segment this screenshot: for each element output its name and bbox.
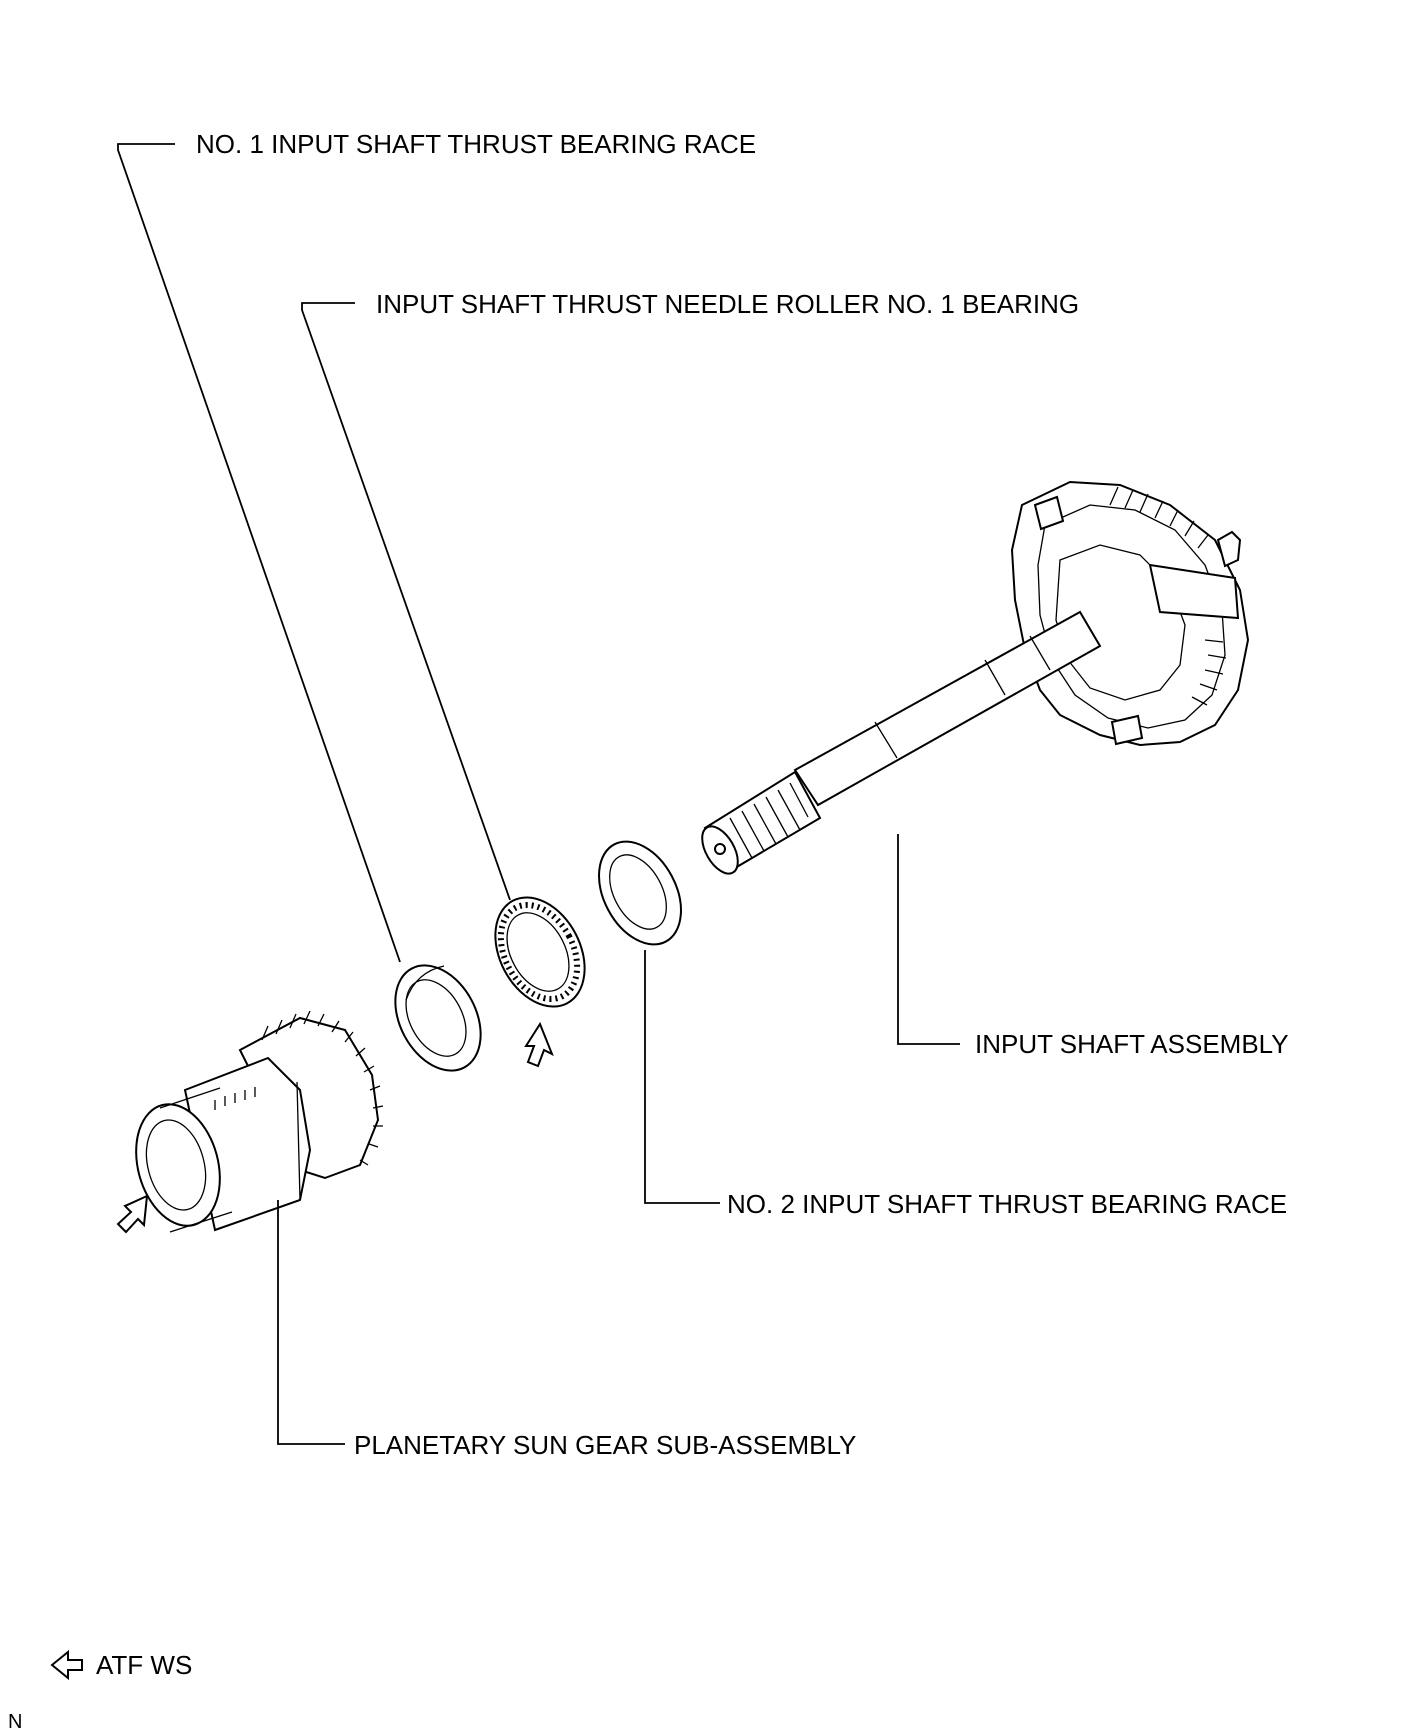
leader-line-needle-bearing (301, 302, 511, 901)
input-shaft (701, 610, 1102, 875)
input-shaft-assembly-drawing (701, 480, 1250, 875)
legend-text: ATF WS (96, 1650, 192, 1680)
corner-code: N (8, 1711, 22, 1733)
leader-line-race1 (117, 143, 401, 963)
label-no2-input-shaft-thrust-bearing-race: NO. 2 INPUT SHAFT THRUST BEARING RACE (727, 1189, 1287, 1219)
leader-line-input-shaft (897, 834, 960, 1045)
needle-roller-bearing-drawing (494, 896, 586, 1008)
input-shaft-drum (1010, 480, 1250, 747)
label-no1-input-shaft-thrust-bearing-race: NO. 1 INPUT SHAFT THRUST BEARING RACE (196, 129, 756, 159)
legend: ATF WS (50, 1649, 192, 1681)
atf-application-arrow-bearing (524, 1021, 554, 1068)
leader-line-race2 (644, 950, 720, 1204)
label-input-shaft-thrust-needle-roller-bearing: INPUT SHAFT THRUST NEEDLE ROLLER NO. 1 B… (376, 289, 1079, 319)
atf-application-arrow-sun-gear (116, 1194, 149, 1234)
planetary-sun-gear-drawing (135, 1010, 384, 1233)
label-input-shaft-assembly: INPUT SHAFT ASSEMBLY (975, 1029, 1289, 1059)
no2-thrust-bearing-race-drawing (598, 840, 682, 946)
no1-thrust-bearing-race-drawing (394, 964, 482, 1072)
leader-line-sun-gear (277, 1200, 345, 1445)
hollow-arrow-left-icon (50, 1649, 83, 1681)
label-planetary-sun-gear-sub-assembly: PLANETARY SUN GEAR SUB-ASSEMBLY (354, 1430, 856, 1460)
